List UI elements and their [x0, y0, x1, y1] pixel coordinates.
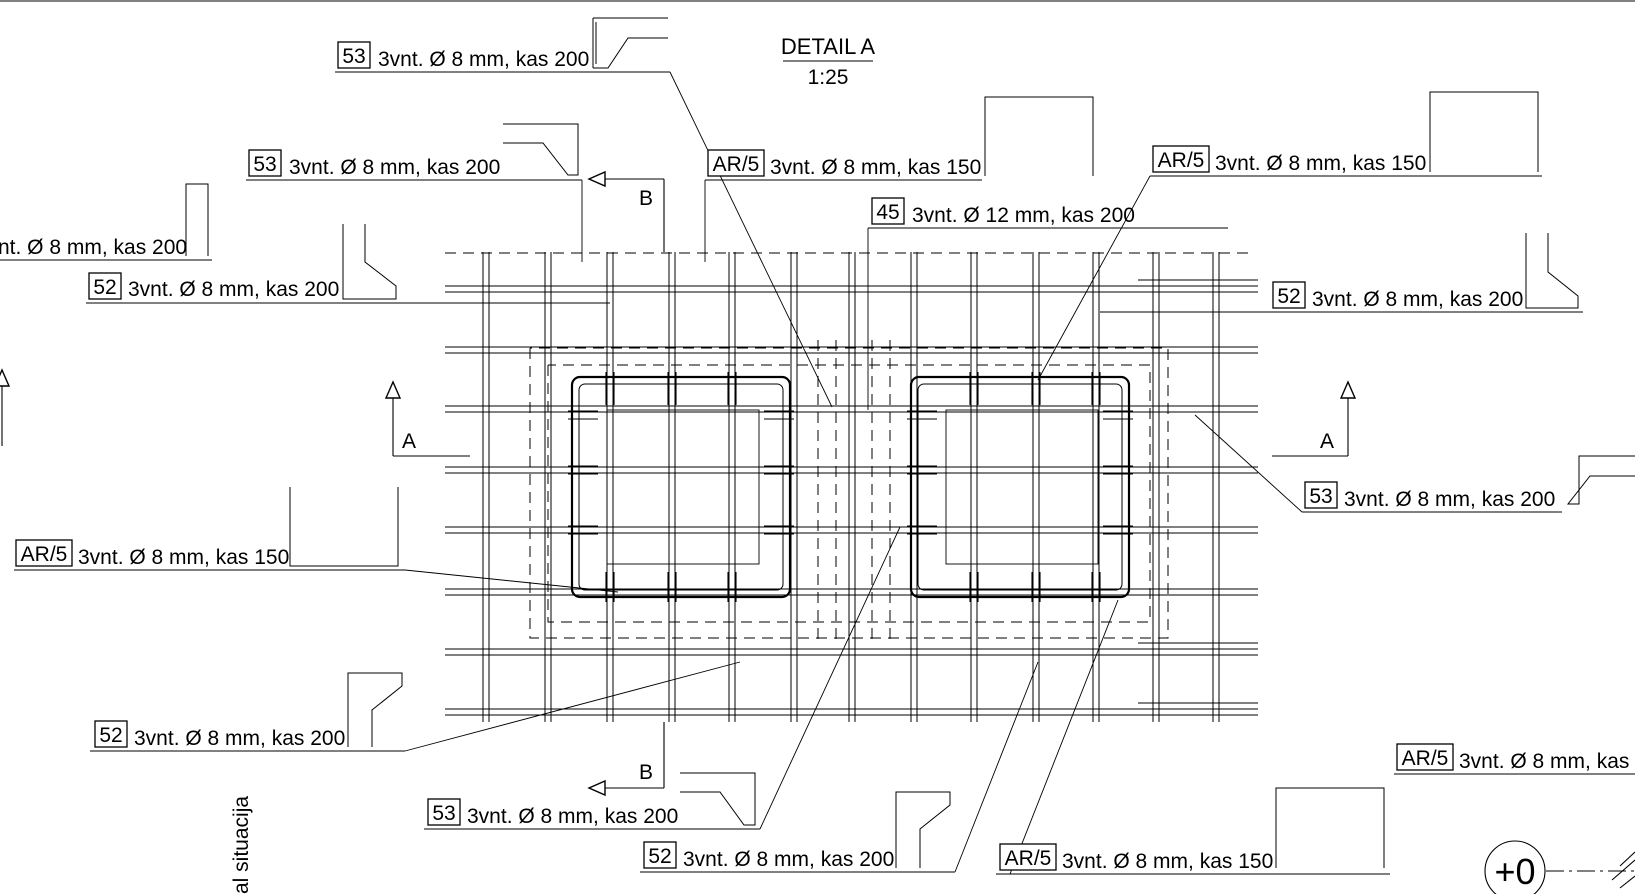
detail-title-block: DETAIL A 1:25: [781, 34, 875, 89]
svg-text:3vnt. Ø 8 mm, kas 150: 3vnt. Ø 8 mm, kas 150: [1215, 152, 1426, 175]
svg-text:AR/5: AR/5: [21, 543, 68, 566]
svg-text:45: 45: [876, 201, 899, 224]
svg-text:3vnt. Ø 8 mm, kas 200: 3vnt. Ø 8 mm, kas 200: [134, 727, 345, 750]
svg-text:A: A: [402, 430, 416, 453]
level-marker: +0: [1484, 840, 1635, 894]
column-right: [909, 375, 1131, 599]
svg-text:3vnt. Ø 12 mm, kas 200: 3vnt. Ø 12 mm, kas 200: [912, 204, 1135, 227]
level-value: +0: [1494, 851, 1535, 892]
svg-text:AR/5: AR/5: [1402, 747, 1449, 770]
svg-text:52: 52: [99, 724, 122, 747]
svg-text:AR/5: AR/5: [1005, 847, 1052, 870]
svg-text:3vnt. Ø 8 mm, kas 200: 3vnt. Ø 8 mm, kas 200: [1344, 488, 1555, 511]
column-left: [570, 375, 792, 599]
label-53-top: 53 3vnt. Ø 8 mm, kas 200: [337, 41, 589, 71]
section-marker-a-far-left: [0, 368, 11, 446]
svg-text:3vnt. Ø 8 mm, kas 200: 3vnt. Ø 8 mm, kas 200: [289, 156, 500, 179]
detail-scale: 1:25: [808, 66, 849, 89]
svg-text:B: B: [639, 187, 653, 210]
label-45: 45 3vnt. Ø 12 mm, kas 200: [871, 197, 1135, 227]
vertical-rebar-grid: [482, 252, 1220, 722]
svg-text:3vnt. Ø 8 mm, kas 150: 3vnt. Ø 8 mm, kas 150: [78, 546, 289, 569]
svg-text:53: 53: [1309, 485, 1332, 508]
svg-text:AR/5: AR/5: [713, 153, 760, 176]
svg-text:AR/5: AR/5: [1158, 149, 1205, 172]
label-ar5-top-right: AR/5 3vnt. Ø 8 mm, kas 150: [1152, 145, 1426, 175]
svg-text:52: 52: [93, 276, 116, 299]
leader-lines: [0, 71, 1635, 875]
section-marker-a-right: A: [1272, 380, 1357, 457]
detail-title: DETAIL A: [781, 34, 875, 59]
svg-text:3vnt. Ø 8 mm, kas 200: 3vnt. Ø 8 mm, kas 200: [128, 278, 339, 301]
svg-text:3vnt. Ø 8 mm, kas 200: 3vnt. Ø 8 mm, kas 200: [378, 48, 589, 71]
svg-text:53: 53: [342, 45, 365, 68]
label-52-upper-right: 52 3vnt. Ø 8 mm, kas 200: [1272, 281, 1523, 311]
section-marker-b-bottom: B: [587, 722, 665, 797]
label-ar5-right-partial: AR/5 3vnt. Ø 8 mm, kas: [1396, 743, 1629, 773]
label-53-right: 53 3vnt. Ø 8 mm, kas 200: [1304, 481, 1555, 511]
rebar-labels: 53 3vnt. Ø 8 mm, kas 200 53 3vnt. Ø 8 mm…: [0, 41, 1629, 873]
bar-shape-sketches: [185, 17, 1635, 868]
svg-text:3vnt. Ø 8 mm, kas: 3vnt. Ø 8 mm, kas: [1459, 750, 1629, 773]
svg-text:3vnt. Ø 8 mm, kas 200: 3vnt. Ø 8 mm, kas 200: [467, 805, 678, 828]
svg-text:3vnt. Ø 8 mm, kas 200: 3vnt. Ø 8 mm, kas 200: [683, 848, 894, 871]
label-52-bottom-mid: 52 3vnt. Ø 8 mm, kas 200: [643, 841, 894, 871]
svg-text:53: 53: [432, 802, 455, 825]
svg-text:3vnt. Ø 8 mm, kas 150: 3vnt. Ø 8 mm, kas 150: [770, 156, 981, 179]
svg-text:53: 53: [253, 153, 276, 176]
svg-text:3vnt. Ø 8 mm, kas 150: 3vnt. Ø 8 mm, kas 150: [1062, 850, 1273, 873]
label-53-second: 53 3vnt. Ø 8 mm, kas 200: [248, 149, 500, 179]
svg-text:B: B: [639, 761, 653, 784]
label-partial-left: nt. Ø 8 mm, kas 200: [0, 236, 187, 259]
horizontal-rebar-grid: [445, 285, 1258, 716]
rebar-hooks: [568, 279, 1258, 704]
label-ar5-bottom: AR/5 3vnt. Ø 8 mm, kas 150: [999, 843, 1273, 873]
label-ar5-top-mid: AR/5 3vnt. Ø 8 mm, kas 150: [707, 149, 981, 179]
label-52-bottom-left: 52 3vnt. Ø 8 mm, kas 200: [94, 720, 345, 750]
side-text: al situacija: [230, 796, 253, 894]
hidden-outlines: [445, 252, 1255, 640]
label-52-upper-left: 52 3vnt. Ø 8 mm, kas 200: [88, 272, 339, 301]
section-marker-b-top: B: [587, 170, 665, 252]
svg-text:52: 52: [648, 845, 671, 868]
svg-text:A: A: [1320, 430, 1334, 453]
svg-text:nt. Ø 8 mm, kas 200: nt. Ø 8 mm, kas 200: [0, 236, 187, 259]
svg-text:3vnt. Ø 8 mm, kas 200: 3vnt. Ø 8 mm, kas 200: [1312, 288, 1523, 311]
label-53-bottom: 53 3vnt. Ø 8 mm, kas 200: [427, 798, 678, 828]
section-marker-a-left: A: [384, 380, 470, 457]
label-ar5-mid-left: AR/5 3vnt. Ø 8 mm, kas 150: [15, 539, 289, 569]
svg-text:52: 52: [1277, 285, 1300, 308]
